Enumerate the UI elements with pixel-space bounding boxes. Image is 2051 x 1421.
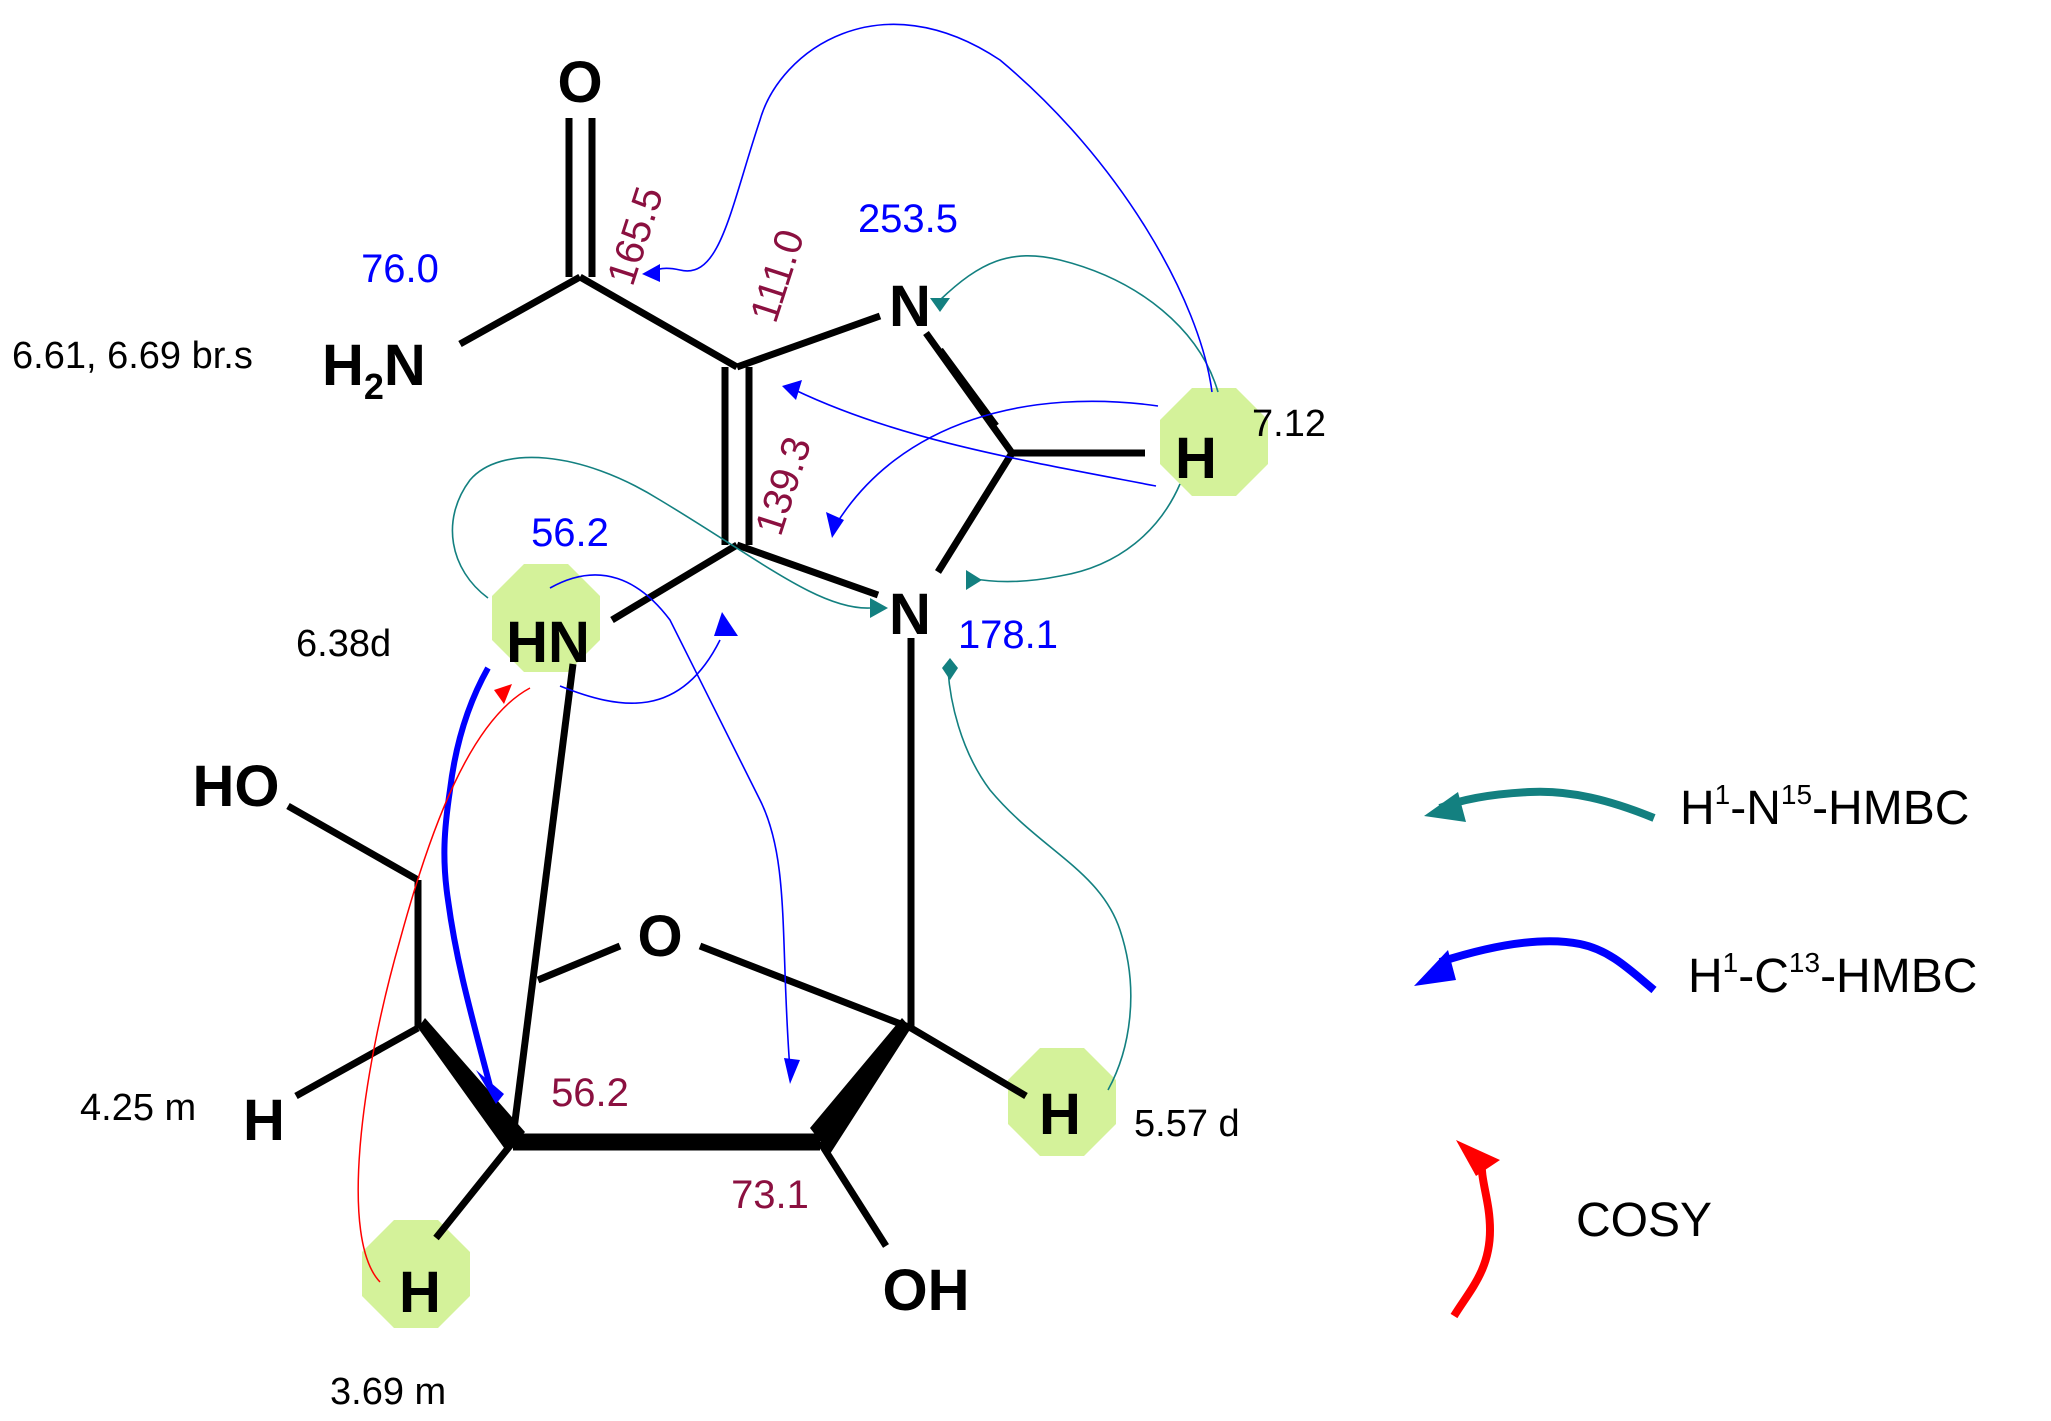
wedge-c1-c2	[810, 1018, 911, 1154]
bond-hn-c3	[509, 663, 577, 1138]
c2-hydrogen: H	[1175, 426, 1217, 491]
shift-n1: 178.1	[958, 613, 1058, 657]
proton-shift-hn: 6.38d	[296, 623, 391, 665]
ring-oxygen: O	[637, 904, 682, 969]
c4-hydrogen: H	[243, 1088, 285, 1153]
wedge-c4-c3	[418, 1018, 525, 1152]
legend: H1-N15-HMBC H1-C13-HMBC COSY	[1414, 779, 1977, 1319]
arrowheads	[476, 264, 982, 1104]
arrowhead-c5	[826, 512, 844, 538]
proton-shift-nh2: 6.61, 6.69 br.s	[12, 335, 253, 377]
bond-c1-h	[909, 1024, 1028, 1100]
c1-hydrogen: H	[1039, 1082, 1081, 1147]
amino-nh: HN	[506, 610, 590, 675]
bond-c3-h	[433, 1139, 516, 1241]
proton-shift-h4: 4.25 m	[80, 1087, 196, 1129]
bond-o-c4	[536, 942, 622, 984]
shift-c5: 139.3	[747, 432, 820, 541]
imidazole-n1: N	[889, 582, 931, 647]
c2-hydroxyl: OH	[883, 1258, 970, 1323]
bond-n3-c2-b	[937, 347, 999, 429]
legend-cosy-label: COSY	[1576, 1194, 1712, 1247]
shift-c3: 73.1	[731, 1173, 809, 1217]
n15-hmbc-h1-n1	[947, 669, 1132, 1091]
correlations	[357, 23, 1219, 1283]
carbonyl-oxygen: O	[557, 50, 602, 115]
c13-hmbc-h2-c5	[834, 400, 1159, 527]
imidazole-n3: N	[889, 274, 931, 339]
c2-sugar-hydrogen: H	[399, 1260, 441, 1325]
hydroxymethyl-oh: HO	[193, 754, 280, 819]
arrowhead-c5-hn	[714, 612, 738, 636]
n15-hmbc-h2-n3	[939, 255, 1219, 393]
arrowhead-c4-bold	[476, 1070, 504, 1104]
c13-hmbc-h2-c4	[794, 389, 1157, 487]
proton-highlights	[362, 388, 1268, 1328]
c13-hmbc-hn-c4-bold	[441, 666, 493, 1087]
arrowhead-n3	[930, 298, 950, 312]
proton-shift-h2: 7.12	[1252, 403, 1326, 445]
bond-c5prime-oh	[286, 802, 420, 884]
highlight-h2-sugar	[362, 1220, 470, 1328]
highlight-hn	[492, 564, 600, 672]
bonds	[286, 118, 1145, 1248]
bond-c4-h	[294, 1024, 420, 1100]
highlight-h2	[1160, 388, 1268, 496]
bond-c2-n1	[935, 451, 1015, 574]
bond-c4-n3	[735, 312, 882, 371]
arrowhead-n1-from-h1	[942, 658, 958, 680]
c13-hmbc-hn-c5	[559, 639, 721, 705]
highlight-h1	[1008, 1048, 1116, 1156]
proton-shift-h2-sugar: 3.69 m	[330, 1371, 446, 1413]
arrowhead-carbonyl	[642, 264, 660, 282]
arrowhead-n1-from-hn	[870, 598, 888, 618]
proton-shift-h1: 5.57 d	[1134, 1103, 1240, 1145]
legend-n15-arrowhead	[1424, 792, 1466, 822]
arrowhead-c2	[784, 1058, 800, 1084]
n15-hmbc-h2-n1	[969, 483, 1181, 583]
legend-n15-swatch	[1438, 787, 1656, 822]
cosy-h2-hn	[357, 687, 531, 1283]
atom-labels: O H2N N N H HN O HO H H H OH	[193, 50, 1217, 1325]
shift-c-carbonyl: 165.5	[599, 182, 672, 291]
bond-c-c4	[578, 273, 739, 371]
bond-c5-hn	[610, 541, 739, 624]
arrowhead-c4	[782, 380, 802, 400]
n15-hmbc-hn-n1	[451, 456, 871, 609]
legend-c13-swatch	[1438, 937, 1657, 994]
arrowhead-n1-from-h2	[966, 570, 982, 590]
proton-shift-labels: 6.61, 6.69 br.s 7.12 6.38d 4.25 m 5.57 d…	[12, 335, 1326, 1413]
shift-n-hn: 56.2	[531, 511, 609, 555]
legend-c13-label: H1-C13-HMBC	[1688, 947, 1977, 1003]
legend-cosy-arrowhead	[1456, 1140, 1500, 1176]
bond-c-nh2	[458, 273, 582, 348]
c13-hmbc-h2-carbonyl	[651, 23, 1213, 393]
amide-nitrogen: H2N	[322, 333, 426, 407]
legend-cosy-swatch	[1450, 1159, 1495, 1319]
arrowhead-cosy	[494, 684, 512, 704]
shift-c4: 111.0	[742, 224, 813, 327]
shift-c-nh: 56.2	[551, 1071, 629, 1115]
bond-c5-n1	[735, 541, 880, 599]
bond-c2-oh	[817, 1140, 889, 1248]
bond-c1-o	[698, 942, 913, 1032]
c13-hmbc-hn-c2	[549, 574, 791, 1071]
shift-n-amide: 76.0	[361, 247, 439, 291]
legend-n15-label: H1-N15-HMBC	[1680, 779, 1969, 835]
shift-n3: 253.5	[858, 197, 958, 241]
legend-c13-arrowhead	[1414, 950, 1456, 986]
